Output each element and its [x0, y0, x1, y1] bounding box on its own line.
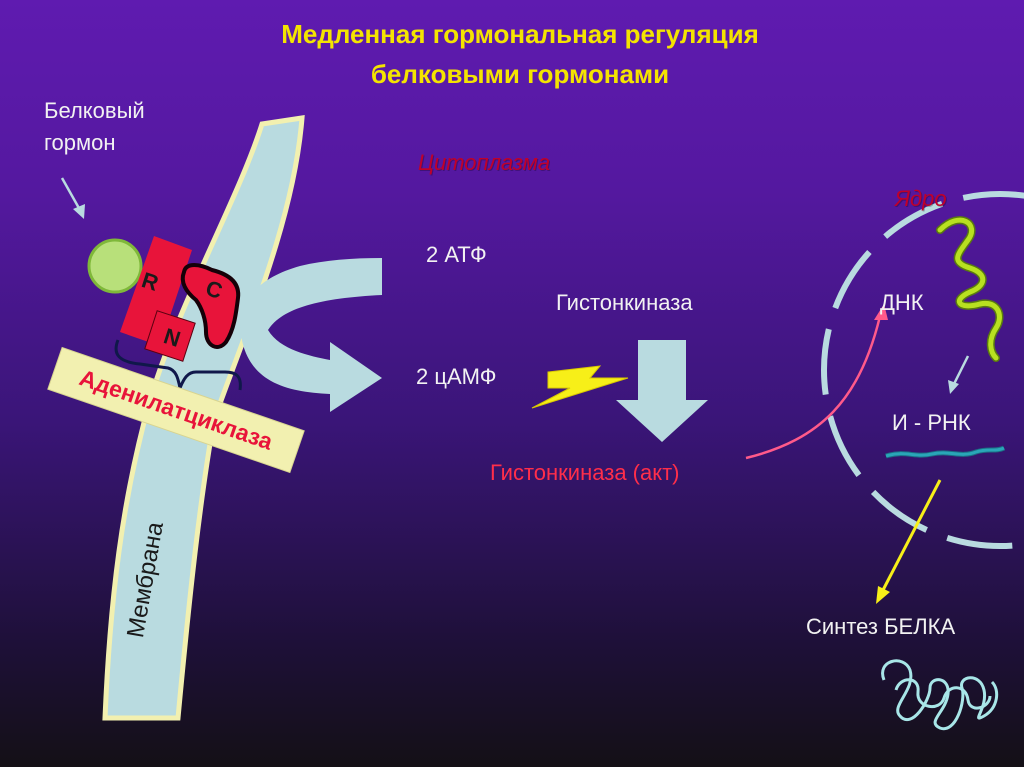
protein-coil [881, 659, 999, 731]
adenylate-cyclase-box [47, 346, 305, 474]
nucleus-boundary [821, 191, 1024, 549]
hormone-label-line-1: Белковый [44, 98, 145, 123]
mrna-to-protein-arrow [880, 479, 942, 593]
camp-label: 2 цАМФ [416, 364, 497, 389]
dna-to-mrna-arrow [952, 355, 970, 385]
histone-kinase-label: Гистонкиназа [556, 290, 693, 315]
title-line-2: белковыми гормонами [370, 59, 670, 89]
dna-label: ДНК [880, 290, 924, 315]
receptor-r [120, 236, 192, 346]
hormone-circle [87, 238, 143, 294]
atp-label: 2 АТФ [426, 242, 487, 267]
hormone-label-line-2: гормон [44, 130, 116, 155]
subunit-c-shape [180, 263, 241, 349]
title-line-1: Медленная гормональная регуляция [281, 19, 759, 49]
hormone-arrow [60, 177, 82, 211]
lightning-bolt [531, 365, 629, 409]
cytoplasm-label: Цитоплазма [418, 150, 551, 175]
hormone-label: Белковый гормон [44, 95, 145, 159]
page-title: Медленная гормональная регуляция белковы… [200, 14, 840, 94]
curved-arrow [240, 258, 382, 412]
protein-synthesis-label: Синтез БЕЛКА [806, 614, 956, 639]
mrna-label: И - РНК [892, 410, 971, 435]
down-arrow [616, 340, 708, 442]
nucleus-label: Ядро [895, 186, 947, 211]
kinase-to-dna-arrow [745, 315, 882, 460]
subunit-n-block [144, 310, 196, 362]
histone-kinase-active-label: Гистонкиназа (акт) [490, 460, 680, 485]
